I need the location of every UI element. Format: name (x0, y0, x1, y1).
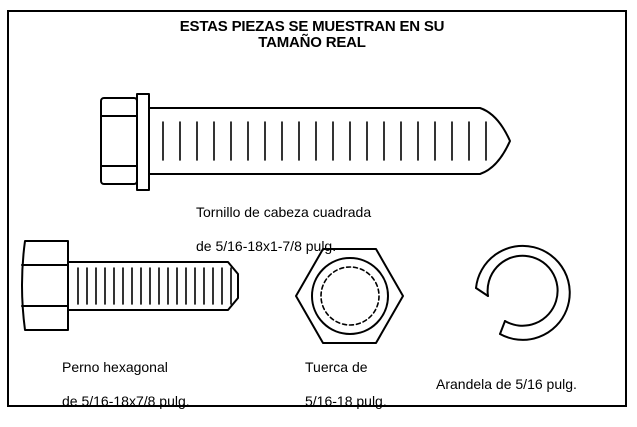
caption-perno-line-1: Perno hexagonal (62, 359, 168, 375)
caption-tornillo: Tornillo de cabeza cuadrada de 5/16-18x1… (196, 187, 371, 272)
caption-tuerca-line-2: 5/16-18 pulg. (305, 393, 387, 409)
title-line-1: ESTAS PIEZAS SE MUESTRAN EN SU (179, 18, 445, 35)
caption-perno-line-2: de 5/16-18x7/8 pulg. (62, 393, 190, 409)
caption-arandela-line-1: Arandela de 5/16 pulg. (436, 376, 577, 392)
caption-tornillo-line-2: de 5/16-18x1-7/8 pulg. (196, 238, 337, 254)
caption-tuerca-line-1: Tuerca de (305, 359, 368, 375)
caption-tornillo-line-1: Tornillo de cabeza cuadrada (196, 204, 372, 220)
title-line-2: TAMAÑO REAL (258, 34, 366, 51)
lock-washer-drawing (475, 244, 571, 341)
caption-arandela: Arandela de 5/16 pulg. (436, 359, 577, 410)
caption-perno: Perno hexagonal de 5/16-18x7/8 pulg. (62, 342, 190, 427)
hardware-illustration (21, 93, 571, 344)
flange-bolt-drawing (100, 93, 511, 191)
hex-nut-drawing (295, 248, 404, 344)
hex-bolt-drawing (21, 240, 239, 331)
diagram-title: ESTAS PIEZAS SE MUESTRAN EN SU TAMAÑO RE… (0, 19, 624, 51)
diagram-frame (7, 10, 627, 407)
caption-tuerca: Tuerca de 5/16-18 pulg. (305, 342, 387, 427)
